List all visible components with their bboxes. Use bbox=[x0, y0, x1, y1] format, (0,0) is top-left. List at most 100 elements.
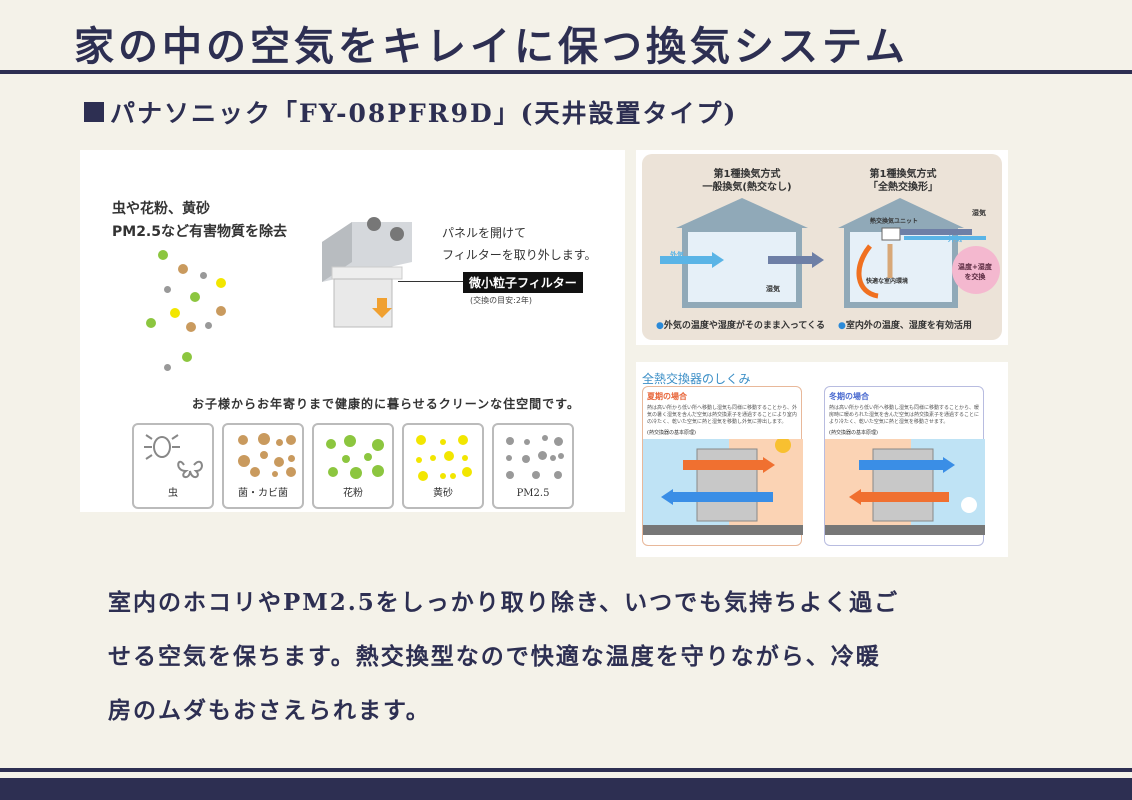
headline-line: PM2.5など有害物質を除去 bbox=[112, 224, 287, 240]
winter-description: 熱は高い所から低い所へ移動し湿気も同様に移動することから、暖房時に暖められた湿気… bbox=[829, 405, 980, 425]
particle-dot bbox=[286, 467, 296, 477]
particle-dot bbox=[542, 435, 548, 441]
particle-dot bbox=[444, 451, 454, 461]
particle-dot bbox=[550, 455, 556, 461]
particle-dot bbox=[272, 471, 278, 477]
humidity-label: 湿気 bbox=[766, 285, 780, 293]
particle-dot bbox=[164, 364, 171, 371]
card-label: PM2.5 bbox=[516, 488, 550, 499]
particle-dot bbox=[462, 467, 472, 477]
ventilation-comparison-panel: 第1種換気方式一般換気(熱交なし) 第1種換気方式「全熱交換形」 外気 湿気 熱… bbox=[636, 150, 1008, 345]
particle-dot bbox=[350, 467, 362, 479]
filter-headline: 虫や花粉、黄砂 PM2.5など有害物質を除去 bbox=[112, 198, 287, 244]
house-diagrams bbox=[660, 198, 1000, 308]
card-pm25: PM2.5 bbox=[492, 423, 574, 509]
bacteria-dots-icon bbox=[224, 425, 306, 485]
particle-dot bbox=[276, 439, 283, 446]
particle-dot bbox=[522, 455, 530, 463]
particle-dot bbox=[158, 250, 168, 260]
particle-dot bbox=[462, 455, 468, 461]
heading-line: 第1種換気方式 bbox=[869, 169, 937, 180]
instruction-line: フィルターを取り外します。 bbox=[442, 248, 597, 262]
outside-air-label: 外気 bbox=[948, 235, 962, 243]
tagline: お子様からお年寄りまで健康的に暮らせるクリーンな住空間です。 bbox=[192, 397, 580, 411]
particle-dot bbox=[342, 455, 350, 463]
left-caption: ●外気の温度や湿度がそのまま入ってくる bbox=[656, 321, 825, 331]
particle-dot bbox=[440, 439, 446, 445]
left-heading: 第1種換気方式一般換気(熱交なし) bbox=[682, 168, 812, 194]
card-label: 黄砂 bbox=[433, 488, 453, 499]
particle-dot bbox=[250, 467, 260, 477]
particle-dot bbox=[524, 439, 530, 445]
particle-dot bbox=[532, 471, 540, 479]
particle-dot bbox=[450, 473, 456, 479]
body-line: 房のムダもおさえられます。 bbox=[108, 697, 431, 724]
particle-dot bbox=[430, 455, 436, 461]
particle-dot bbox=[506, 471, 514, 479]
bug-butterfly-drawing bbox=[144, 434, 203, 478]
particle-dot bbox=[344, 435, 356, 447]
pollen-icon bbox=[314, 425, 396, 485]
particle-dot bbox=[372, 465, 384, 477]
square-bullet-icon bbox=[84, 102, 104, 122]
particle-dot bbox=[418, 471, 428, 481]
particle-dot bbox=[164, 286, 171, 293]
footer-bar bbox=[0, 778, 1132, 800]
particle-dot bbox=[182, 352, 192, 362]
winter-diagram bbox=[825, 439, 985, 535]
particle-dot bbox=[260, 451, 268, 459]
particle-dot bbox=[186, 322, 196, 332]
card-insect: 虫 bbox=[132, 423, 214, 509]
filter-note: (交換の目安:2年) bbox=[470, 296, 533, 305]
particle-dot bbox=[216, 306, 226, 316]
comparison-background: 第1種換気方式一般換気(熱交なし) 第1種換気方式「全熱交換形」 外気 湿気 熱… bbox=[642, 154, 1002, 340]
callout-line bbox=[398, 281, 464, 282]
principle-label: (熱交換器の基本原理) bbox=[647, 430, 696, 436]
heading-line: 第1種換気方式 bbox=[713, 169, 781, 180]
particle-dot bbox=[364, 453, 372, 461]
mechanism-heading: 全熱交換器のしくみ bbox=[642, 372, 751, 386]
right-caption: ●室内外の温度、湿度を有効活用 bbox=[838, 321, 972, 331]
bubble-line: を交換 bbox=[964, 273, 986, 281]
card-yellow-sand: 黄砂 bbox=[402, 423, 484, 509]
summer-diagram bbox=[643, 439, 803, 535]
title-divider bbox=[0, 70, 1132, 74]
particle-dot bbox=[286, 435, 296, 445]
ventilation-unit-image bbox=[322, 217, 412, 328]
particle-dot bbox=[190, 292, 200, 302]
filter-panel: 虫や花粉、黄砂 PM2.5など有害物質を除去 パネルを開けてフィルターを取り外しま… bbox=[80, 150, 625, 512]
heat-exchange-unit-label: 熱交換気ユニット bbox=[870, 218, 919, 225]
winter-title: 冬期の場合 bbox=[829, 392, 869, 401]
card-bacteria: 菌・カビ菌 bbox=[222, 423, 304, 509]
particle-dot bbox=[440, 473, 446, 479]
headline-line: 虫や花粉、黄砂 bbox=[112, 201, 210, 217]
insect-icon bbox=[134, 425, 216, 485]
particle-dot bbox=[258, 433, 270, 445]
subtitle-text: パナソニック「FY-08PFR9D」(天井設置タイプ) bbox=[110, 99, 738, 128]
principle-label: (熱交換器の基本原理) bbox=[829, 430, 878, 436]
outside-air-label: 外気 bbox=[670, 251, 684, 259]
particle-dot bbox=[328, 467, 338, 477]
exchange-bubble: 温度+湿度を交換 bbox=[958, 262, 992, 282]
particle-dot bbox=[274, 457, 284, 467]
body-line: 室内のホコリやPM2.5をしっかり取り除き、いつでも気持ちよく過ご bbox=[108, 589, 900, 616]
body-line: せる空気を保ちます。熱交換型なので快適な温度を守りながら、冷暖 bbox=[108, 643, 881, 670]
particle-dot bbox=[554, 471, 562, 479]
summer-case: 夏期の場合 熱は高い所から低い所へ移動し湿気も同様に移動することから、外気の暑く… bbox=[642, 386, 803, 546]
particle-illustration bbox=[80, 150, 280, 390]
instruction-text: パネルを開けてフィルターを取り外します。 bbox=[442, 222, 597, 266]
pm25-dots-icon bbox=[494, 425, 576, 485]
pollutant-cards: 虫 菌・カビ菌 花粉 黄砂 PM2.5 bbox=[132, 423, 574, 509]
heading-line: 一般換気(熱交なし) bbox=[702, 182, 792, 193]
heading-line: 「全熱交換形」 bbox=[868, 182, 938, 193]
right-heading: 第1種換気方式「全熱交換形」 bbox=[838, 168, 968, 194]
particle-dot bbox=[326, 439, 336, 449]
product-subtitle: パナソニック「FY-08PFR9D」(天井設置タイプ) bbox=[84, 94, 737, 130]
particle-dot bbox=[372, 439, 384, 451]
particle-dot bbox=[458, 435, 468, 445]
caption-text: 外気の温度や湿度がそのまま入ってくる bbox=[663, 321, 825, 331]
mechanism-panel: 全熱交換器のしくみ 夏期の場合 熱は高い所から低い所へ移動し湿気も同様に移動する… bbox=[636, 362, 1008, 557]
particle-dot bbox=[554, 437, 563, 446]
card-label: 虫 bbox=[168, 488, 178, 499]
particle-dot bbox=[538, 451, 547, 460]
